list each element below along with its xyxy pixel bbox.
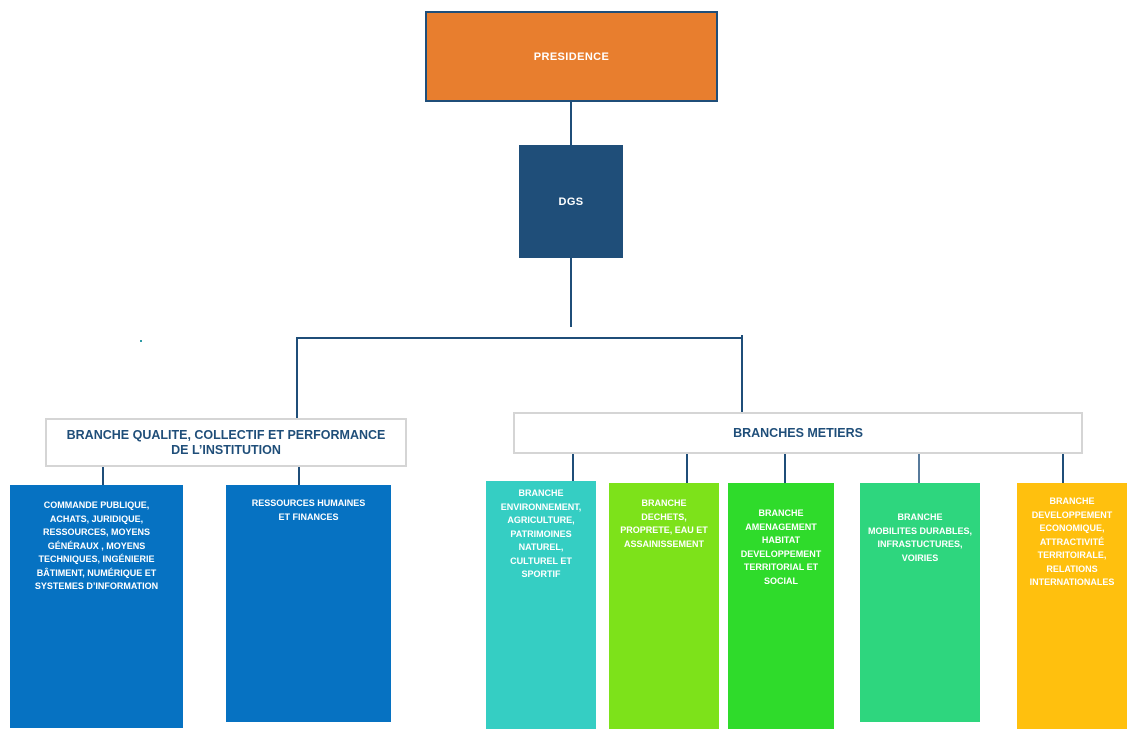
- connector-right-dept-1: [572, 454, 574, 481]
- left-branch-header: BRANCHE QUALITE, COLLECTIF ET PERFORMANC…: [45, 418, 407, 467]
- connector-right-dept-5: [1062, 454, 1064, 483]
- connector-dgs-down: [570, 258, 572, 327]
- connector-left-dept-1: [102, 467, 104, 485]
- connector-presidence-dgs: [570, 102, 572, 145]
- dept-commande-publique: COMMANDE PUBLIQUE,ACHATS, JURIDIQUE,RESS…: [10, 485, 183, 728]
- connector-right-dept-2: [686, 454, 688, 483]
- connector-right-branch-drop: [741, 335, 743, 412]
- dgs-box: DGS: [519, 145, 623, 258]
- connector-left-dept-2: [298, 467, 300, 485]
- right-branch-title: BRANCHES METIERS: [733, 425, 863, 440]
- connector-left-branch-drop: [296, 337, 298, 418]
- connector-right-dept-3: [784, 454, 786, 483]
- right-branch-header: BRANCHES METIERS: [513, 412, 1083, 454]
- presidence-box: PRESIDENCE: [425, 11, 718, 102]
- dept-commande-publique-label: COMMANDE PUBLIQUE,ACHATS, JURIDIQUE,RESS…: [34, 500, 159, 591]
- connector-horizontal: [296, 337, 743, 339]
- connector-right-dept-4: [918, 454, 920, 483]
- stray-dot: [140, 340, 142, 342]
- presidence-label: PRESIDENCE: [533, 50, 610, 63]
- left-branch-title: BRANCHE QUALITE, COLLECTIF ET PERFORMANC…: [66, 427, 386, 457]
- dgs-label: DGS: [558, 195, 584, 208]
